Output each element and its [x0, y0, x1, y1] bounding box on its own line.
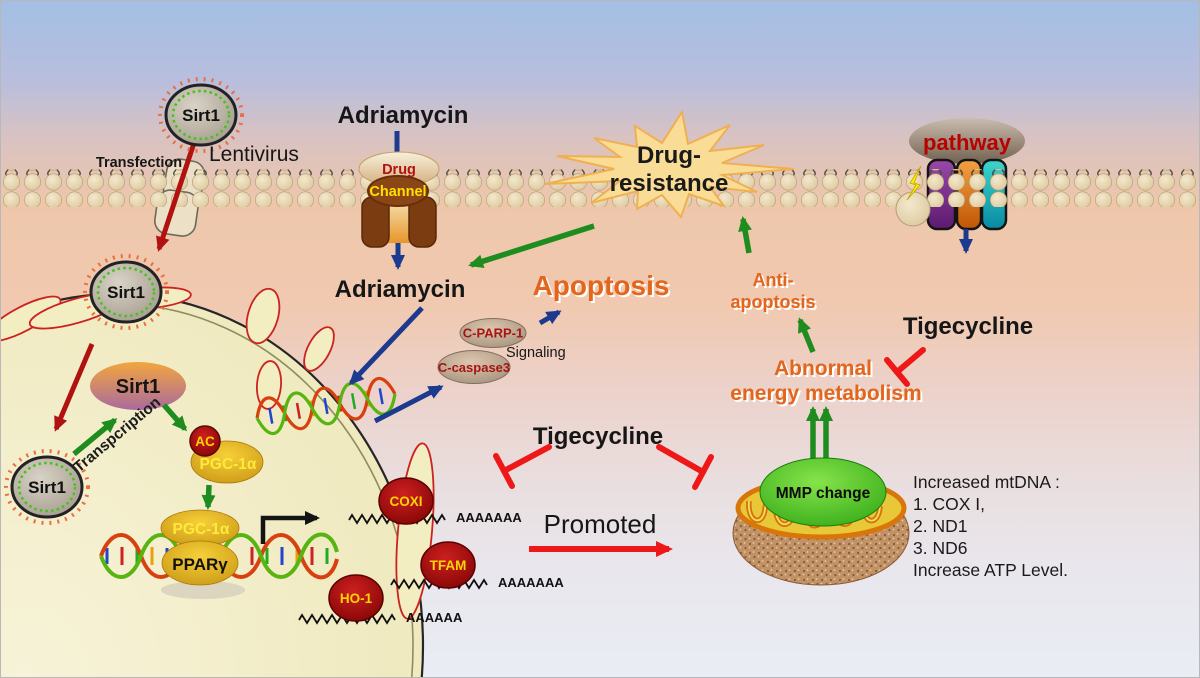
abnormal-label-2: energy metabolism [730, 382, 921, 405]
drug-channel-complex: Drug Channel [358, 131, 440, 270]
drug-label: Drug [382, 162, 416, 178]
mtdna-line-4: 3. ND6 [913, 538, 967, 558]
polya-tail-2: AAAAAAA [498, 575, 564, 590]
drug-resistance-label-1: Drug- [637, 142, 701, 169]
sirt1-to-pgc1a-arrow [161, 403, 188, 432]
ac-acetyl-badge [189, 425, 221, 457]
adriamycin-extracellular-label: Adriamycin [338, 102, 469, 129]
dna-to-caspase-arrow [373, 384, 444, 424]
pathway-oval [909, 118, 1025, 164]
antiapoptosis-to-resistance-arrow [738, 216, 752, 254]
ho1-label: HO-1 [340, 591, 373, 606]
apoptosis-label: Apoptosis [533, 270, 670, 301]
c-parp1-node [459, 318, 527, 348]
sirt1-protein-oval [90, 362, 186, 410]
pgc1a-activation-arrow [201, 484, 216, 510]
transfection-label: Transfection [96, 155, 182, 171]
lightning-icon [906, 165, 922, 201]
tfam-label: TFAM [430, 558, 467, 573]
polya-tail-3: AAAAAA [406, 610, 463, 625]
pparg-shadow [161, 581, 245, 599]
transfection-arrow-2 [53, 343, 95, 432]
channel-label: Channel [369, 184, 426, 200]
coxi-label: COXI [389, 494, 422, 509]
abnormal-to-antiapoptosis-arrow [797, 317, 816, 354]
sirt1-protein-label: Sirt1 [116, 376, 160, 398]
adriamycin-intracellular-label: Adriamycin [335, 276, 466, 303]
mtdna-line-1: Increased mtDNA : [913, 472, 1060, 492]
sirt1-lentivirus-cytoplasm: Sirt1 [4, 449, 90, 525]
tfam-node [420, 541, 476, 589]
pgc1a-upper-label: PGC-1α [200, 456, 257, 473]
transcription-arrow [72, 417, 118, 457]
damaged-dna-fragment [255, 376, 397, 436]
sirt1-virus-label: Sirt1 [28, 478, 66, 497]
c-parp1-label: C-PARP-1 [463, 326, 523, 341]
tigecycline-inhibit-right [656, 444, 714, 490]
polya-tail-1: AAAAAAA [456, 510, 522, 525]
resistance-to-adriamycin-arrow [468, 223, 595, 269]
signaling-label: Signaling [506, 345, 566, 361]
c-caspase3-label: C-caspase3 [438, 360, 510, 375]
ac-label: AC [195, 434, 215, 449]
drug-resistance-label-2: resistance [610, 170, 729, 197]
tigecycline-inhibit-left [493, 444, 552, 489]
abnormal-label-1: Abnormal [774, 357, 872, 380]
mtdna-line-3: 2. ND1 [913, 516, 967, 536]
pparg-label: PPARγ [172, 555, 228, 574]
anti-apoptosis-label-1: Anti- [753, 270, 794, 290]
tigecycline-inhibit-abnormal [884, 347, 926, 387]
sirt1-virus-label: Sirt1 [182, 106, 220, 125]
channel-oval [367, 175, 429, 207]
mtdna-list: Increased mtDNA : 1. COX I, 2. ND1 3. ND… [913, 472, 1068, 580]
mtdna-line-2: 1. COX I, [913, 494, 985, 514]
ligand-ball [895, 191, 931, 227]
anti-apoptosis-label-2: apoptosis [730, 292, 815, 312]
pparg-oval [161, 540, 239, 586]
pathway-label: pathway [923, 130, 1012, 155]
mmp-change-label: MMP change [776, 485, 871, 502]
pgc1a-dna-label: PGC-1α [173, 521, 230, 538]
tigecycline-right-label: Tigecycline [903, 313, 1033, 340]
adriamycin-to-dna-arrow [348, 306, 424, 386]
lentivirus-label: Lentivirus [209, 143, 299, 166]
parp-to-apoptosis-arrow [538, 309, 562, 326]
transcription-start-arrow [260, 511, 320, 544]
promoted-label: Promoted [544, 509, 657, 539]
drug-resistance-star: Drug- resistance [544, 109, 795, 219]
c-caspase3-node [437, 350, 511, 384]
sirt1-lentivirus-membrane: Sirt1 [83, 254, 169, 330]
ho1-node [328, 574, 384, 622]
sirt1-virus-label: Sirt1 [107, 283, 145, 302]
sirt1-lentivirus-top: Sirt1 [158, 77, 244, 153]
mtdna-line-5: Increase ATP Level. [913, 560, 1068, 580]
mmp-change-oval [759, 457, 887, 527]
coxi-node [378, 477, 434, 525]
tigecycline-center-label: Tigecycline [533, 423, 663, 450]
dna-rungs [105, 547, 329, 565]
transfection-arrow-1 [156, 142, 197, 252]
